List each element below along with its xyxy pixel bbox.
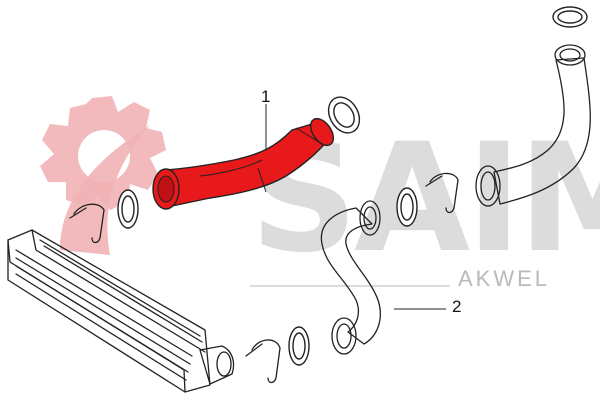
o-ring-top-center-inner [333, 102, 355, 128]
watermark-gear [40, 96, 166, 210]
callout-2-number: 2 [452, 297, 461, 316]
watermark-gear-swoosh [60, 125, 150, 255]
callout-2: 2 [394, 297, 461, 316]
callout-1: 1 [261, 87, 270, 150]
o-ring-right-inner [400, 193, 414, 221]
intercooler [7, 229, 235, 393]
hose-clip-bottom [245, 339, 281, 384]
o-ring-bottom-inner [292, 332, 306, 360]
highlighted-hose-end-right [309, 117, 335, 147]
watermark-akwel-text: AKWEL [458, 266, 550, 291]
o-ring-top-right-inner [557, 10, 583, 24]
lower-pipe [320, 200, 381, 355]
o-ring-left-inner [121, 195, 135, 223]
callout-1-number: 1 [261, 87, 270, 106]
hose-clip-right [425, 172, 459, 214]
right-upper-pipe [475, 44, 591, 207]
hose-clip-left [69, 203, 105, 244]
highlighted-hose [152, 117, 335, 210]
